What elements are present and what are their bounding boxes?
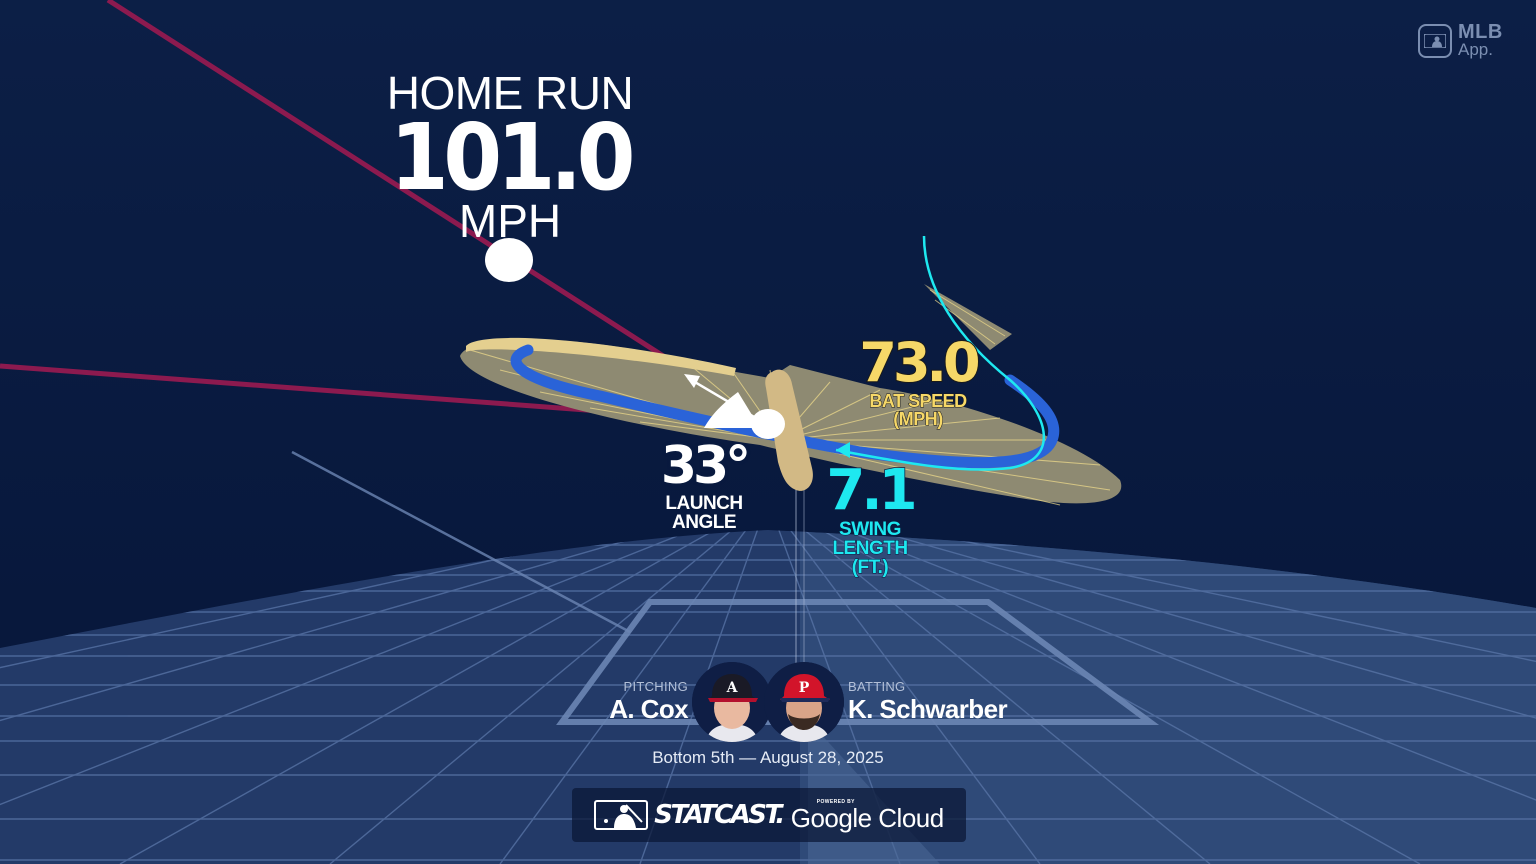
matchup-panel: PITCHING A. Cox A P BATTING K. Schwarber <box>560 660 1040 750</box>
swing-length-label-3: (FT.) <box>851 557 889 578</box>
bat-speed-value: 73.0 <box>858 331 981 394</box>
ball-contact <box>751 409 785 439</box>
swing-length-stat: 7.1 SWING LENGTH (FT.) <box>818 458 922 578</box>
launch-angle-stat: 33° LAUNCH ANGLE <box>648 438 760 532</box>
swing-length-label-1: SWING <box>839 519 902 540</box>
pitcher-headshot: A <box>692 662 772 742</box>
statcast-wordmark: STATCAST. <box>654 800 785 830</box>
bat-speed-label-1: BAT SPEED <box>869 391 968 411</box>
game-info: Bottom 5th — August 28, 2025 <box>652 748 884 767</box>
launch-angle-label-1: LAUNCH <box>665 493 743 514</box>
bat-speed-stat: 73.0 BAT SPEED (MPH) <box>852 331 984 429</box>
ball-flight <box>485 238 533 282</box>
hit-trajectory <box>106 0 762 421</box>
app-logo-line1: MLB <box>1458 21 1503 43</box>
result-label: HOME RUN <box>386 67 634 119</box>
swing-length-value: 7.1 <box>826 458 919 523</box>
bat <box>765 369 813 491</box>
swing-length-label-2: LENGTH <box>832 538 909 559</box>
foul-line <box>291 450 631 634</box>
batter-headshot: P <box>764 662 844 742</box>
swing-path-cyan <box>835 235 1046 471</box>
launch-angle-wedge <box>704 392 760 428</box>
svg-text:A: A <box>726 680 739 696</box>
batter-role: BATTING <box>848 679 906 694</box>
launch-angle-label-2: ANGLE <box>672 512 737 533</box>
bat-speed-label-2: (MPH) <box>893 409 944 429</box>
powered-by-google-cloud: POWERED BY Google Cloud <box>790 799 945 833</box>
powered-by-label: POWERED BY <box>816 799 855 805</box>
mlb-batter-logo-icon <box>594 800 649 830</box>
exit-velocity-block: HOME RUN 101.0 MPH <box>372 68 648 244</box>
launch-angle-value: 33° <box>660 436 751 496</box>
batter-name: K. Schwarber <box>848 694 1008 724</box>
exit-velocity-unit: MPH <box>458 195 562 247</box>
mlb-logo-icon <box>1418 24 1452 58</box>
statcast-branding-bar: STATCAST. POWERED BY Google Cloud <box>572 788 966 842</box>
mlb-app-logo: MLB App. <box>1418 21 1503 59</box>
google-cloud-label: Google Cloud <box>790 803 945 833</box>
batter-info: BATTING K. Schwarber <box>848 679 1008 725</box>
pitcher-info: PITCHING A. Cox <box>609 679 688 725</box>
batters-box <box>556 599 1160 725</box>
pitcher-name: A. Cox <box>609 694 688 724</box>
app-logo-line2: App. <box>1458 40 1493 59</box>
pitcher-role: PITCHING <box>623 679 688 694</box>
exit-velocity-value: 101.0 <box>389 104 636 211</box>
svg-text:P: P <box>799 680 810 696</box>
